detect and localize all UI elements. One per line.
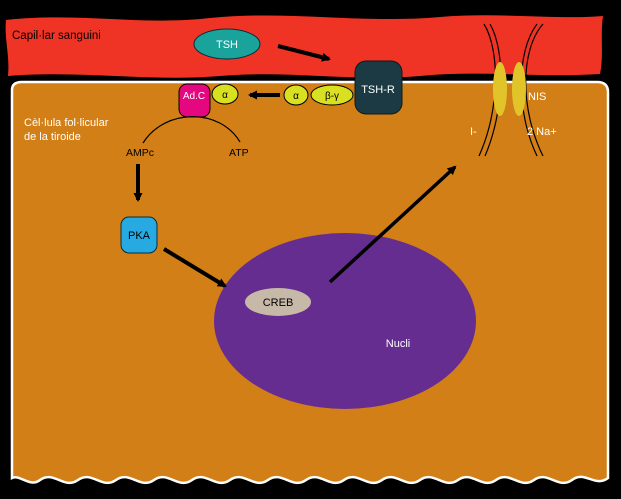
- alpha-subunit-free: [211, 83, 239, 105]
- sodium-label: 2 Na+: [527, 126, 557, 138]
- tsh-label: TSH: [216, 39, 238, 51]
- nis-label: NIS: [528, 91, 546, 103]
- cell-label-line1: Cèl·lula fol·licular: [24, 117, 109, 129]
- arrow-pka-to-creb: [162, 247, 227, 288]
- alpha-subunit-bound: [283, 84, 309, 106]
- tsh-hormone: [193, 28, 261, 60]
- capillary-label: Capil·lar sanguini: [12, 30, 101, 42]
- creb: [245, 288, 311, 316]
- nis-left-subunit: [493, 62, 507, 116]
- atp-label: ATP: [229, 147, 249, 159]
- nucleus: [214, 233, 476, 409]
- nucleus-label: Nucli: [386, 338, 410, 350]
- arrow-tsh-to-receptor: [277, 44, 331, 62]
- alpha-free-label: α: [222, 90, 228, 101]
- campc-label: AMPc: [126, 147, 154, 159]
- tsh-receptor-label: TSH-R: [361, 84, 395, 96]
- iodide-label: I-: [470, 126, 477, 138]
- pka: [120, 216, 158, 254]
- beta-gamma-subunit: [310, 84, 354, 106]
- alpha-bound-label: α: [293, 91, 299, 102]
- nis-right-subunit: [512, 62, 526, 116]
- arrow-creb-to-nis: [328, 165, 457, 284]
- cell-label-line2: de la tiroide: [24, 131, 81, 143]
- blood-capillary: [5, 15, 603, 78]
- atp-campc-reaction-arc: [142, 116, 241, 144]
- adenylate-cyclase-label: Ad.C: [183, 91, 205, 102]
- beta-gamma-label: β-γ: [325, 91, 339, 102]
- nis-symporter: [478, 23, 544, 157]
- tsh-receptor: [354, 60, 403, 115]
- pka-label: PKA: [128, 230, 151, 242]
- creb-label: CREB: [263, 297, 294, 309]
